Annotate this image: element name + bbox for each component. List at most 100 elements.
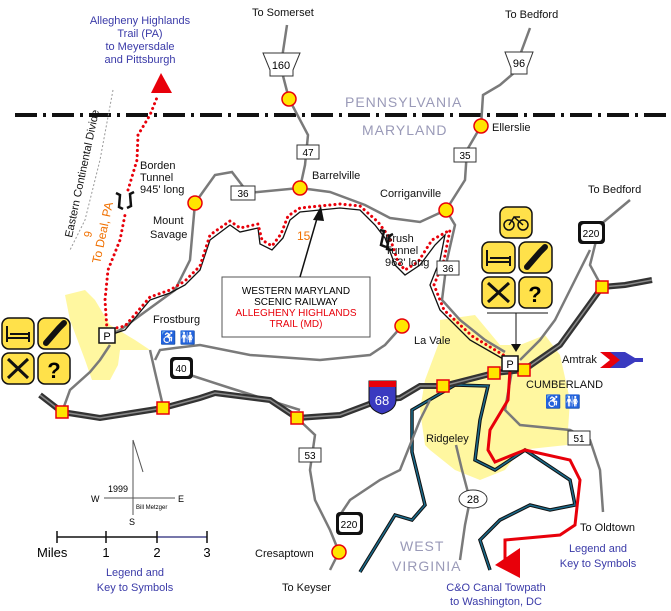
borden-tunnel-label-2: Tunnel: [140, 172, 173, 184]
town-ridgeley: Ridgeley: [426, 433, 469, 445]
svg-text:C&O Canal Towpath: C&O Canal Towpath: [446, 582, 545, 594]
svg-text:2: 2: [153, 545, 160, 560]
to-bedford-east-label: To Bedford: [588, 184, 641, 196]
town-ellerslie: Ellerslie: [492, 122, 531, 134]
amtrak-logo-icon: [600, 352, 643, 368]
svg-text:36: 36: [442, 264, 454, 275]
trail-arrow-south-icon: [495, 548, 520, 578]
route-shield-md36-east: 36: [436, 260, 460, 276]
svg-text:W: W: [91, 494, 100, 504]
svg-text:E: E: [178, 494, 184, 504]
accessible-restroom-icon-frostburg: ♿ 🚻: [160, 330, 196, 345]
route-shield-pa160: 160: [262, 52, 301, 77]
co-canal-link[interactable]: C&O Canal Towpath to Washington, DC: [446, 582, 545, 608]
route-shield-i68: 68: [368, 380, 397, 415]
pointer-arrowhead-icon: [511, 344, 521, 352]
svg-text:3: 3: [203, 545, 210, 560]
borden-tunnel-label-1: Borden: [140, 160, 175, 172]
allegheny-highlands-trail-pa: [103, 93, 160, 332]
amtrak-label: Amtrak: [562, 354, 597, 366]
svg-text:1999: 1999: [108, 484, 128, 494]
route-shield-md47: 47: [296, 144, 320, 160]
state-label-wv-1: WEST: [400, 538, 444, 554]
information-icon-frostburg: ?: [37, 352, 71, 385]
svg-text:220: 220: [341, 520, 358, 531]
lodging-icon: [481, 241, 516, 274]
town-cresaptown: Cresaptown: [255, 548, 314, 560]
accessible-restroom-icon-cumberland: ♿ 🚻: [545, 394, 581, 409]
legend-link-right[interactable]: Legend and Key to Symbols: [560, 543, 637, 570]
brush-tunnel-label-2: Tunnel: [385, 245, 418, 257]
brush-tunnel-label-3: 963' long: [385, 257, 429, 269]
town-markers: [187, 91, 489, 560]
route-shield-md51: 51: [567, 430, 591, 446]
trail-route-9: 9: [82, 230, 95, 238]
svg-text:to Meyersdale: to Meyersdale: [105, 41, 174, 53]
interchange-markers: [55, 280, 609, 425]
state-label-pa: PENNSYLVANIA: [345, 94, 462, 110]
svg-text:220: 220: [583, 229, 600, 240]
svg-text:28: 28: [467, 494, 479, 506]
town-mount-savage-1: Mount: [153, 215, 184, 227]
route-shield-us220-south: 220: [336, 512, 363, 535]
continental-divide-line: [69, 89, 114, 251]
cumberland-urban-area: [420, 315, 570, 480]
svg-text:and Pittsburgh: and Pittsburgh: [105, 54, 176, 66]
route-shield-md53: 53: [298, 447, 322, 463]
food-fork-knife-icon-frostburg: [1, 352, 35, 385]
borden-tunnel-label-3: 945' long: [140, 184, 184, 196]
to-oldtown-label: To Oldtown: [580, 522, 635, 534]
town-barrelville: Barrelville: [312, 170, 360, 182]
route-shield-wv28: 28: [458, 489, 488, 509]
svg-text:?: ?: [528, 282, 541, 307]
town-mount-savage-2: Savage: [150, 229, 187, 241]
drinks-bottle-icon-frostburg: [37, 317, 71, 350]
svg-text:51: 51: [573, 434, 585, 445]
svg-text:53: 53: [304, 451, 316, 462]
route-shield-us40: 40: [170, 357, 193, 379]
route-shield-us220-north: 220: [578, 221, 605, 244]
pa-trail-link[interactable]: Allegheny Highlands Trail (PA) to Meyers…: [90, 15, 191, 66]
svg-text:TRAIL (MD): TRAIL (MD): [270, 319, 323, 330]
town-la-vale: La Vale: [414, 335, 451, 347]
brush-tunnel-label-1: Brush: [385, 233, 414, 245]
town-cumberland: CUMBERLAND: [526, 379, 603, 391]
borden-tunnel-icon: [115, 190, 135, 211]
legend-link-left[interactable]: Legend and Key to Symbols: [97, 567, 174, 594]
svg-text:35: 35: [459, 151, 471, 162]
scale-bar: Miles 1 2 3: [37, 531, 211, 560]
svg-text:Key to Symbols: Key to Symbols: [560, 558, 637, 570]
route-shield-pa96: 96: [504, 51, 534, 75]
bicycle-icon: [499, 206, 533, 239]
svg-text:47: 47: [302, 148, 314, 159]
svg-text:Allegheny Highlands: Allegheny Highlands: [90, 15, 191, 27]
to-bedford-north-label: To Bedford: [505, 9, 558, 21]
callout-pointer-line: [299, 214, 319, 278]
svg-text:68: 68: [375, 393, 389, 408]
svg-text:?: ?: [47, 358, 60, 383]
drinks-bottle-icon: [518, 241, 553, 274]
svg-text:P: P: [103, 331, 110, 343]
svg-text:ALLEGHENY HIGHLANDS: ALLEGHENY HIGHLANDS: [236, 308, 357, 319]
lodging-icon-frostburg: [1, 317, 35, 350]
scenic-railway: [106, 207, 506, 361]
svg-text:1: 1: [102, 545, 109, 560]
to-somerset-label: To Somerset: [252, 7, 314, 19]
svg-text:36: 36: [237, 189, 249, 200]
co-canal-towpath: [486, 369, 582, 560]
svg-text:Legend and: Legend and: [569, 543, 627, 555]
svg-text:S: S: [129, 517, 135, 527]
compass-rose: 1999 W E S Bill Metzger: [91, 439, 184, 527]
callout-arrowhead-icon: [313, 206, 324, 221]
allegheny-highlands-trail-md: [105, 202, 507, 358]
to-keyser-label: To Keyser: [282, 582, 331, 594]
river-inner: [359, 384, 576, 573]
route-shield-md36-west: 36: [230, 185, 256, 201]
icons-pointer-line: [487, 312, 548, 345]
parking-frostburg-icon: P: [98, 327, 116, 344]
town-frostburg: Frostburg: [153, 314, 200, 326]
svg-text:40: 40: [175, 364, 187, 375]
svg-text:WESTERN MARYLAND: WESTERN MARYLAND: [242, 286, 350, 297]
railway-callout: WESTERN MARYLAND SCENIC RAILWAY ALLEGHEN…: [221, 276, 371, 338]
